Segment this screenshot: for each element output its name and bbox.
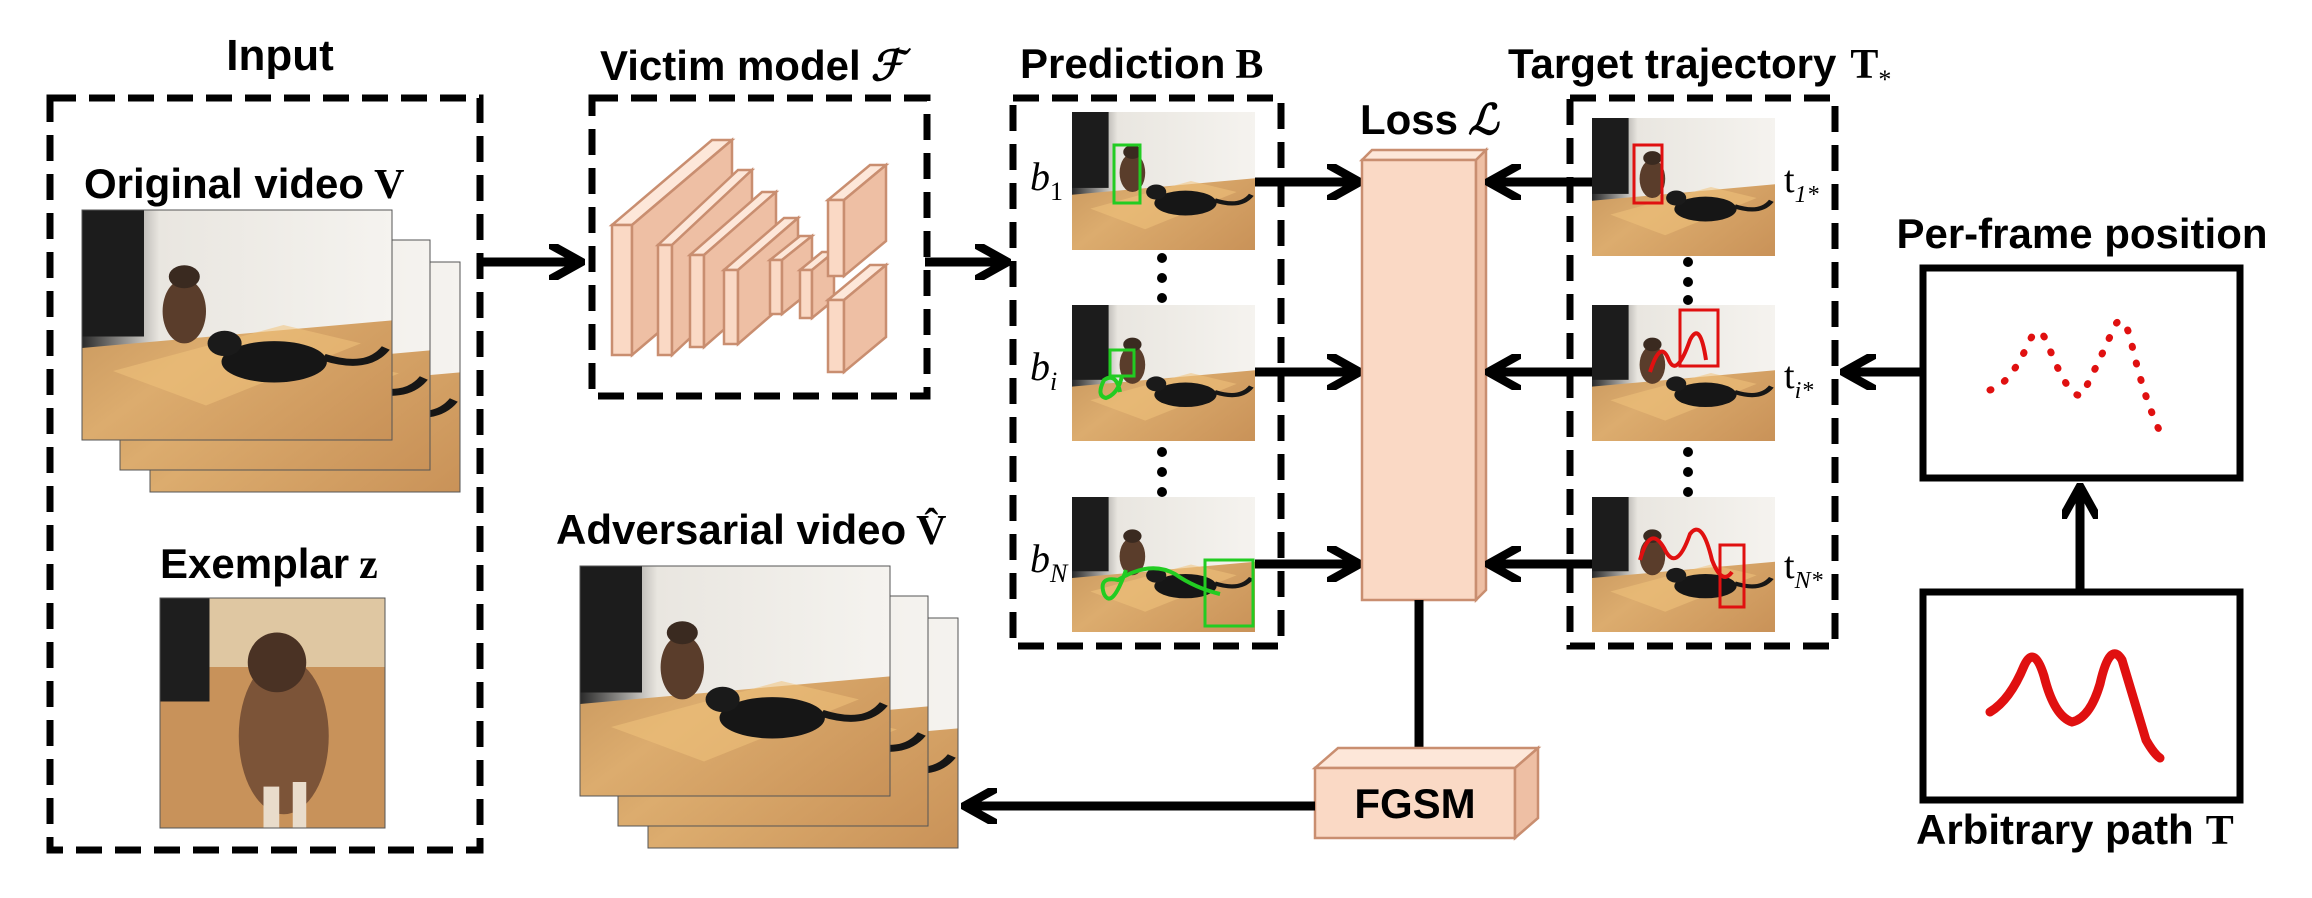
target-frame-N: [1592, 497, 1775, 632]
target-bbox: [1632, 143, 1664, 205]
network-layers: [608, 137, 890, 375]
exemplar-image: [159, 597, 386, 829]
video-frame: [82, 210, 392, 440]
target-bbox: [1678, 308, 1720, 368]
ellipsis-dots: [1157, 447, 1167, 497]
original-video-frames: [82, 210, 460, 492]
adversarial-video-frames: [580, 566, 958, 848]
target-label-ti: ti*: [1784, 355, 1813, 404]
prediction-label-b1: b1: [1030, 154, 1063, 206]
input-group-box: [46, 94, 484, 854]
victim-model-box: [588, 94, 931, 400]
prediction-frame-1: [1072, 112, 1255, 250]
fgsm-block: [1311, 745, 1542, 841]
target-label-tN: tN*: [1784, 545, 1823, 594]
prediction-label-bi: bi: [1030, 344, 1057, 396]
fgsm-label: FGSM: [1354, 780, 1475, 827]
target-label-t1: t1*: [1784, 159, 1819, 208]
prediction-label-bN: bN: [1030, 536, 1069, 588]
ellipsis-dots: [1683, 447, 1693, 497]
per-frame-position-box: [1919, 264, 2244, 482]
ellipsis-dots: [1683, 257, 1693, 305]
target-frame-i: [1592, 305, 1775, 441]
prediction-frame-i: [1072, 305, 1255, 441]
arbitrary-path-curve: [1985, 649, 2165, 763]
input-title: Input: [226, 31, 334, 80]
ellipsis-dots: [1157, 253, 1167, 303]
target-frame-1: [1592, 118, 1775, 256]
prediction-bbox: [1203, 558, 1255, 628]
per-frame-position-title: Per-frame position: [1896, 210, 2267, 257]
loss-block: [1358, 146, 1490, 604]
arbitrary-path-box: [1919, 588, 2244, 804]
prediction-bbox: [1112, 143, 1142, 205]
prediction-frame-N: [1072, 497, 1255, 632]
video-frame: [580, 566, 890, 796]
per-frame-dots: [1986, 317, 2164, 436]
prediction-box: [1009, 94, 1285, 650]
